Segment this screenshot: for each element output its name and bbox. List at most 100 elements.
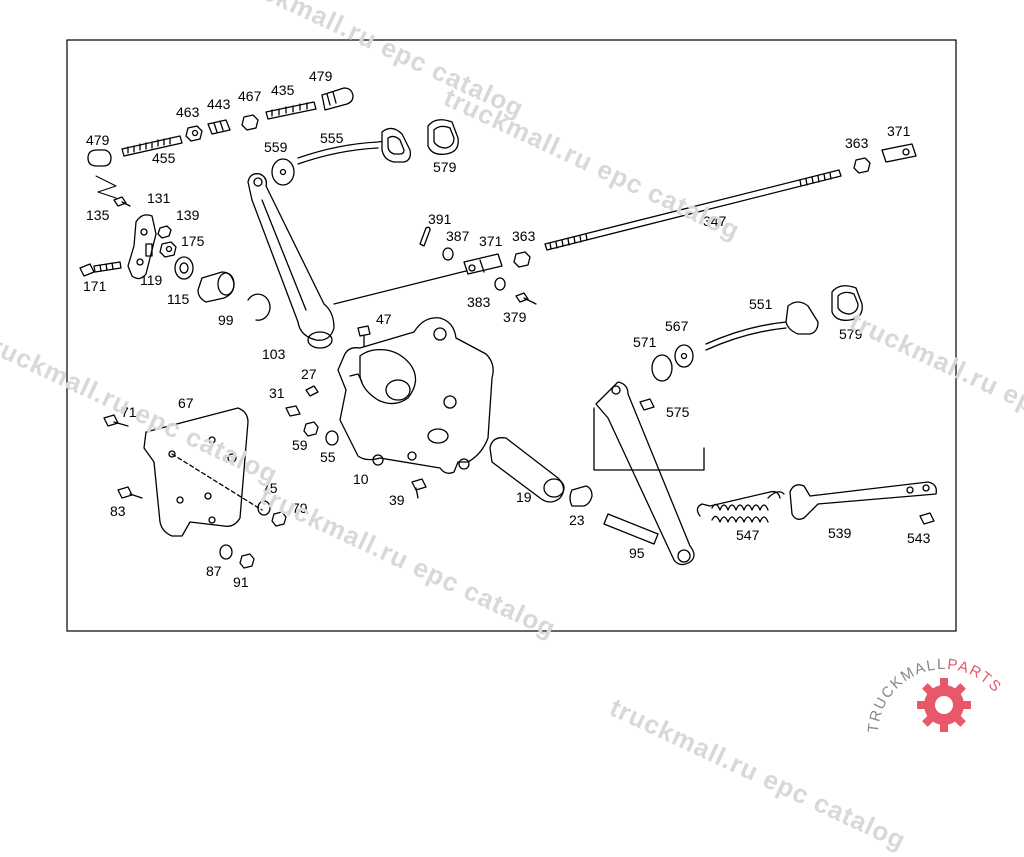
part-391-cotter-pin	[419, 226, 431, 247]
callout-567: 567	[665, 318, 689, 334]
callout-379: 379	[503, 309, 527, 325]
part-371-clevis-mid	[463, 253, 503, 275]
callout-371: 371	[887, 123, 911, 139]
callout-27: 27	[301, 366, 317, 382]
part-67-bracket	[143, 407, 249, 537]
part-371-clevis-right	[881, 143, 917, 163]
callout-383: 383	[467, 294, 491, 310]
part-119-washer	[174, 256, 194, 280]
part-91-nut	[239, 553, 255, 569]
callout-39: 39	[389, 492, 405, 508]
part-59-nut	[303, 421, 319, 437]
callout-71: 71	[121, 404, 137, 420]
part-95-lever	[593, 381, 705, 566]
callout-83: 83	[110, 503, 126, 519]
callout-371: 371	[479, 233, 503, 249]
part-551-cable	[705, 301, 819, 351]
diagram-frame	[66, 39, 957, 632]
part-559-washer	[271, 158, 295, 186]
callout-47: 47	[376, 311, 392, 327]
callout-171: 171	[83, 278, 107, 294]
callout-571: 571	[633, 334, 657, 350]
callout-75: 75	[262, 480, 278, 496]
callout-115: 115	[167, 291, 190, 307]
part-579-grommet-right	[831, 285, 863, 321]
part-543-bolt	[919, 512, 935, 525]
part-555-cable	[297, 127, 412, 165]
part-71-bolt	[103, 414, 129, 427]
callout-103: 103	[262, 346, 286, 362]
callout-443: 443	[207, 96, 231, 112]
part-23-bush	[569, 485, 593, 507]
callout-79: 79	[292, 500, 308, 516]
exploded-view-svg: 4794634434674354794555555595793633711351…	[66, 39, 957, 632]
leader-135-131	[95, 175, 117, 199]
truckmall-logo: TRUCKMALLPARTS	[865, 656, 1004, 734]
part-79-nut	[271, 511, 287, 527]
part-131-bracket	[127, 214, 157, 280]
part-455-rod	[121, 135, 183, 157]
part-347-rod	[544, 169, 842, 251]
callout-559: 559	[264, 139, 288, 155]
part-103-lever	[247, 173, 335, 349]
callout-91: 91	[233, 574, 249, 590]
callout-479: 479	[86, 132, 110, 148]
part-99-circlip	[247, 293, 271, 321]
callout-455: 455	[152, 150, 176, 166]
callout-575: 575	[666, 404, 690, 420]
part-39-bolt	[411, 478, 427, 499]
callout-99: 99	[218, 312, 234, 328]
part-383-washer	[494, 277, 506, 291]
callout-543: 543	[907, 530, 931, 546]
callout-551: 551	[749, 296, 773, 312]
callout-579: 579	[433, 159, 457, 175]
part-363-nut-right	[853, 157, 871, 174]
part-10-housing	[337, 317, 494, 474]
part-175-nut	[159, 241, 177, 258]
callout-363: 363	[512, 228, 536, 244]
part-575-bolt	[639, 398, 655, 411]
part-83-bolt	[117, 486, 143, 499]
part-55-washer	[325, 430, 339, 446]
part-379-bolt	[515, 292, 537, 305]
callout-135: 135	[86, 207, 110, 223]
part-363-nut-mid	[513, 251, 531, 268]
callout-467: 467	[238, 88, 262, 104]
part-27-fitting	[305, 385, 319, 397]
part-443-sleeve	[207, 119, 231, 135]
callout-363: 363	[845, 135, 869, 151]
part-567-washer	[674, 344, 694, 368]
callout-347: 347	[703, 213, 727, 229]
callout-95: 95	[629, 545, 645, 561]
callout-55: 55	[320, 449, 336, 465]
callout-139: 139	[176, 207, 200, 223]
callout-67: 67	[178, 395, 194, 411]
callout-59: 59	[292, 437, 308, 453]
part-135-bolt	[113, 196, 131, 207]
callout-463: 463	[176, 104, 200, 120]
callout-387: 387	[446, 228, 470, 244]
part-87-washer	[219, 544, 233, 560]
part-435-rod	[265, 101, 317, 120]
callout-131: 131	[147, 190, 171, 206]
part-463-nut	[185, 125, 203, 142]
part-571-spacer	[651, 354, 673, 382]
part-539-lever	[789, 481, 937, 520]
callout-23: 23	[569, 512, 585, 528]
part-547-spring	[696, 490, 785, 523]
linkage-line-103	[333, 269, 471, 305]
part-115-bushing	[197, 271, 235, 303]
callout-555: 555	[320, 130, 344, 146]
callout-435: 435	[271, 82, 295, 98]
part-479-left	[87, 149, 112, 167]
callout-10: 10	[353, 471, 369, 487]
callout-539: 539	[828, 525, 852, 541]
part-579-grommet-top	[427, 119, 459, 155]
callout-391: 391	[428, 211, 452, 227]
callout-579: 579	[839, 326, 863, 342]
callout-479: 479	[309, 68, 333, 84]
part-479-top	[321, 87, 354, 111]
gear-icon	[917, 678, 971, 732]
part-467-nut	[241, 114, 259, 131]
callout-87: 87	[206, 563, 222, 579]
